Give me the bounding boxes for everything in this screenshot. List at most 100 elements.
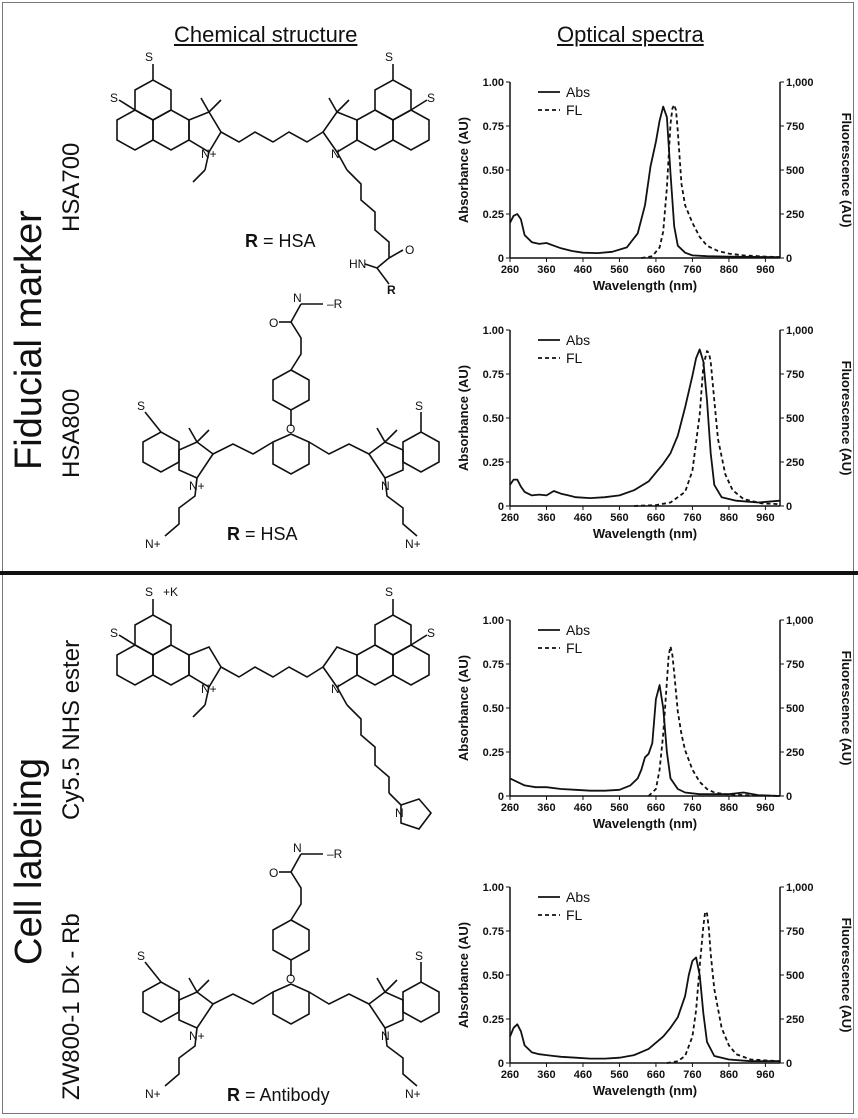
y-tick-label: 0.75 (483, 659, 504, 671)
x-tick-label: 360 (537, 802, 555, 814)
y-tick-label: 0 (498, 1058, 504, 1070)
chem-label-n: N (381, 479, 390, 493)
y-axis-label: Absorbance (AU) (456, 922, 471, 1028)
x-tick-label: 960 (756, 802, 774, 814)
chem-label-s: S (145, 50, 153, 64)
chemical-structure-zw800-1: N –R O O S S N+ N N+ N+ (137, 842, 440, 1101)
chem-label-nplus: N+ (145, 1087, 161, 1101)
y-tick-label: 0.50 (483, 165, 504, 177)
y2-tick-label: 0 (786, 253, 792, 265)
x-tick-label: 560 (610, 264, 628, 276)
x-tick-label: 660 (647, 802, 665, 814)
y-tick-label: 0.75 (483, 926, 504, 938)
x-tick-label: 560 (610, 802, 628, 814)
series-line-abs (509, 348, 781, 504)
series-line-fl (666, 910, 781, 1064)
chem-label-n: N (395, 806, 404, 820)
chem-label-nplus: N+ (405, 537, 421, 551)
legend-label-fl: FL (566, 350, 583, 366)
x-tick-label: 460 (574, 264, 592, 276)
x-tick-label: 860 (720, 264, 738, 276)
chem-label-s: S (137, 949, 145, 963)
chemical-structure-hsa700: S S S S N+ N O HN R (110, 50, 435, 297)
chem-label-s: S (385, 585, 393, 599)
chem-label-n: N (293, 292, 302, 305)
y2-tick-label: 500 (786, 703, 804, 715)
series-line-fl (641, 104, 781, 259)
y2-tick-label: 1,000 (786, 615, 814, 627)
chem-label-nplus: N+ (201, 682, 217, 696)
series-line-abs (509, 956, 780, 1063)
y-tick-label: 0.25 (483, 747, 504, 759)
y-tick-label: 0.50 (483, 703, 504, 715)
y-tick-label: 0 (498, 253, 504, 265)
y-tick-label: 0 (498, 501, 504, 513)
chem-label-s: S (110, 626, 118, 640)
x-axis-label: Wavelength (nm) (593, 1083, 697, 1098)
x-axis-label: Wavelength (nm) (593, 816, 697, 831)
legend-label-fl: FL (566, 102, 583, 118)
x-tick-label: 660 (647, 264, 665, 276)
x-tick-label: 360 (537, 512, 555, 524)
y2-tick-label: 250 (786, 457, 804, 469)
chem-label-s: S (145, 585, 153, 599)
chem-label-n: N (293, 842, 302, 855)
chemical-structure-hsa800: N –R O O S S N+ N N+ N+ (137, 292, 440, 551)
y2-tick-label: 750 (786, 659, 804, 671)
x-tick-label: 960 (756, 264, 774, 276)
chem-label-o: O (286, 422, 295, 436)
chem-label-r: –R (327, 847, 343, 861)
y2-tick-label: 500 (786, 970, 804, 982)
y2-tick-label: 250 (786, 1014, 804, 1026)
y-tick-label: 0.25 (483, 209, 504, 221)
y-tick-label: 1.00 (483, 325, 504, 337)
y2-tick-label: 500 (786, 413, 804, 425)
series-line-abs (509, 105, 781, 258)
x-tick-label: 460 (574, 512, 592, 524)
y-axis-label: Absorbance (AU) (456, 365, 471, 471)
chem-label-hn: HN (349, 257, 366, 271)
y-tick-label: 0.25 (483, 457, 504, 469)
chem-label-n: N (381, 1029, 390, 1043)
section-divider (0, 571, 858, 575)
chemical-structure-cy55-nhs-ester: S +K S S S N+ N N (110, 585, 435, 830)
legend-label-fl: FL (566, 640, 583, 656)
x-tick-label: 760 (683, 512, 701, 524)
x-tick-label: 860 (720, 802, 738, 814)
dye-name-hsa700: HSA700 (58, 142, 85, 232)
x-tick-label: 660 (647, 512, 665, 524)
y2-tick-label: 750 (786, 369, 804, 381)
x-tick-label: 760 (683, 264, 701, 276)
y2-tick-label: 0 (786, 501, 792, 513)
dye-name-hsa800: HSA800 (58, 388, 85, 478)
y2-tick-label: 1,000 (786, 77, 814, 89)
chem-label-nplus: N+ (145, 537, 161, 551)
y-tick-label: 1.00 (483, 882, 504, 894)
y2-tick-label: 750 (786, 121, 804, 133)
x-tick-label: 460 (574, 1069, 592, 1081)
legend-label-abs: Abs (566, 84, 590, 100)
chem-label-r: –R (327, 297, 343, 311)
series-line-fl (647, 645, 781, 797)
y2-axis-label: Fluorescence (AU) (839, 361, 854, 476)
y-tick-label: 0 (498, 791, 504, 803)
x-tick-label: 660 (647, 1069, 665, 1081)
x-tick-label: 860 (720, 512, 738, 524)
chem-label-r: R (387, 283, 396, 297)
x-axis-label: Wavelength (nm) (593, 526, 697, 541)
chem-label-s: S (415, 949, 423, 963)
chem-label-s: S (427, 626, 435, 640)
chem-label-o: O (286, 972, 295, 986)
x-tick-label: 360 (537, 1069, 555, 1081)
y-tick-label: 1.00 (483, 615, 504, 627)
x-tick-label: 460 (574, 802, 592, 814)
y2-axis-label: Fluorescence (AU) (839, 113, 854, 228)
x-tick-label: 960 (756, 1069, 774, 1081)
section-cell-labeling: Cell labeling (8, 757, 50, 965)
y2-tick-label: 250 (786, 209, 804, 221)
chem-label-s: S (415, 399, 423, 413)
chem-label-nplus: N+ (405, 1087, 421, 1101)
chem-label-nplus: N+ (189, 479, 205, 493)
y-tick-label: 0.25 (483, 1014, 504, 1026)
